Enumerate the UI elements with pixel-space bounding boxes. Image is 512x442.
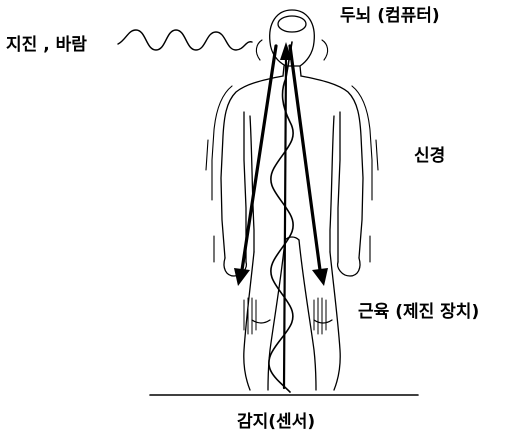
brain-shape xyxy=(278,16,306,32)
nerve-signal-wave xyxy=(269,42,293,392)
brain-computer-label: 두뇌 (컴퓨터) xyxy=(340,8,440,25)
earthquake-wind-label: 지진 , 바람 xyxy=(6,37,87,54)
muscle-damper-right xyxy=(314,298,326,334)
muscle-damper-label: 근육 (제진 장치) xyxy=(358,304,479,321)
sensor-label: 감지(센서) xyxy=(237,414,315,431)
arrow-brain-to-left-muscle xyxy=(242,46,276,270)
nerve-label: 신경 xyxy=(414,148,445,165)
incoming-wave xyxy=(118,30,252,50)
